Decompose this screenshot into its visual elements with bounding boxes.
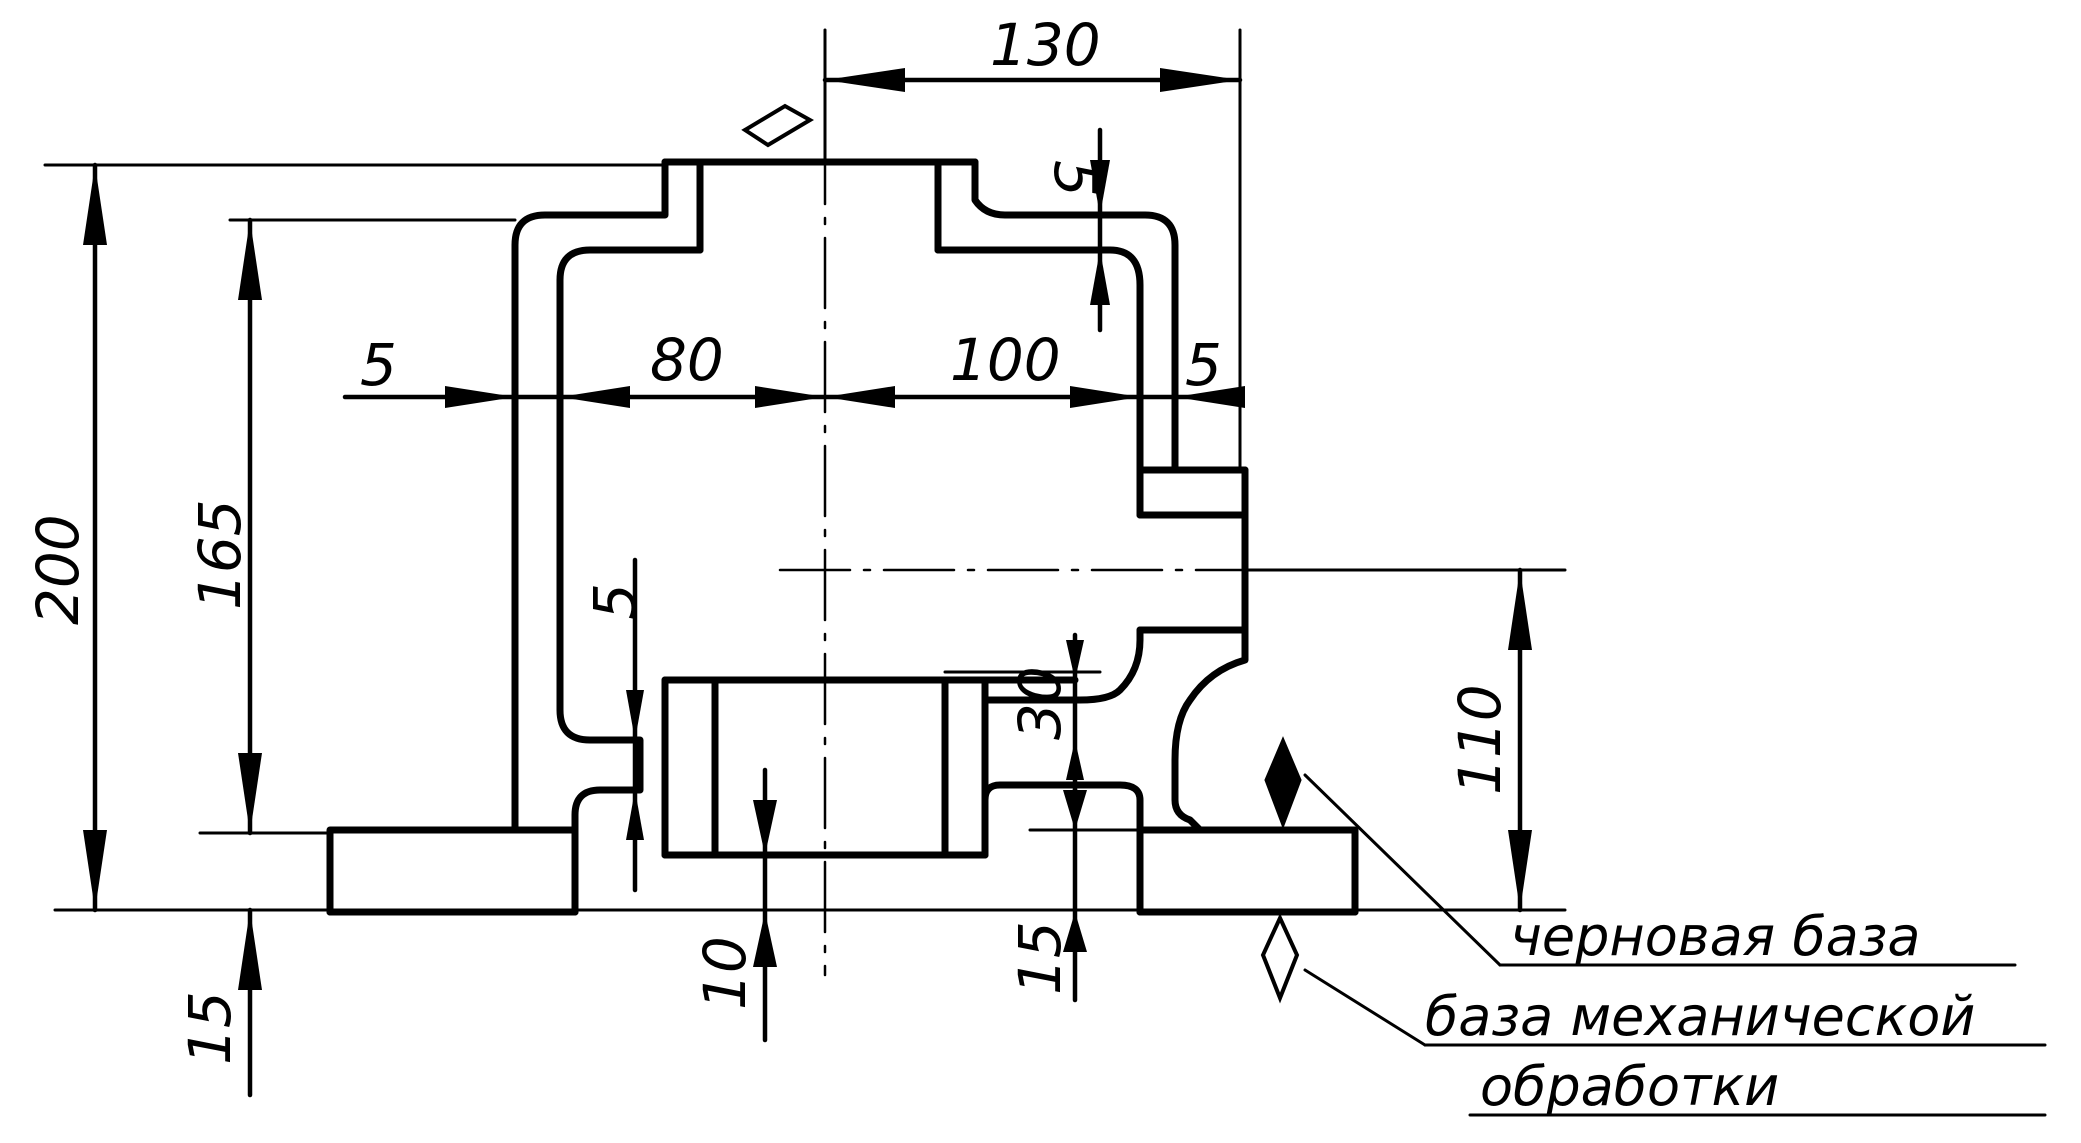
bottom-boss-left bbox=[661, 676, 719, 859]
center-axes bbox=[778, 28, 1247, 977]
left-base-flange bbox=[326, 826, 579, 916]
right-base-flange bbox=[1136, 826, 1359, 916]
hatched-sections bbox=[326, 158, 1359, 916]
dim-165: 165 bbox=[186, 499, 254, 610]
dim-5-top: 5 bbox=[1041, 160, 1109, 197]
dim-5-left: 5 bbox=[360, 331, 397, 399]
dim-200: 200 bbox=[24, 514, 92, 625]
dim-100: 100 bbox=[950, 326, 1061, 394]
note-machining-base-line1: база механической bbox=[1425, 985, 1975, 1048]
dim-80: 80 bbox=[650, 326, 724, 394]
rough-base-diamond-icon bbox=[1264, 736, 1302, 830]
note-rough-base: черновая база bbox=[1510, 905, 1921, 968]
notes: черновая база база механической обработк… bbox=[1425, 905, 1975, 1118]
top-base-diamond-icon bbox=[741, 103, 814, 148]
dim-110: 110 bbox=[1446, 684, 1514, 795]
dim-5-inner: 5 bbox=[581, 583, 649, 620]
dim-130: 130 bbox=[990, 11, 1101, 79]
dim-30: 30 bbox=[1006, 666, 1074, 740]
dim-5-right: 5 bbox=[1185, 331, 1222, 399]
dim-10: 10 bbox=[691, 936, 759, 1010]
dim-15-mid: 15 bbox=[1006, 921, 1074, 995]
dimension-texts: 130 5 200 165 5 80 100 5 5 30 110 15 10 … bbox=[24, 11, 1514, 1065]
top-right-wall bbox=[934, 158, 1179, 474]
right-boss bbox=[1136, 466, 1249, 519]
contour-lines bbox=[326, 158, 1359, 916]
left-wall bbox=[511, 158, 704, 834]
note-machining-base-line2: обработки bbox=[1480, 1055, 1779, 1118]
dim-15-left: 15 bbox=[176, 991, 244, 1065]
bottom-boss-right bbox=[941, 676, 989, 859]
right-wall-lower bbox=[981, 626, 1249, 834]
base-symbols bbox=[741, 103, 2047, 1117]
machining-base-diamond-icon bbox=[1260, 913, 1300, 1004]
dimension-lines bbox=[83, 68, 1532, 1098]
